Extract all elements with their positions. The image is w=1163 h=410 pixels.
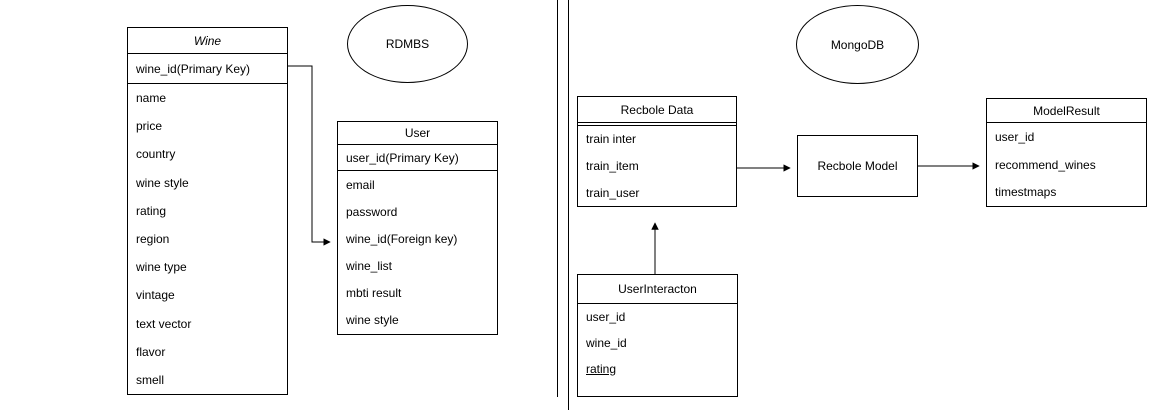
wine-field: country: [136, 147, 176, 162]
user-interaction-field: wine_id: [586, 336, 627, 350]
rdmbs-label: RDMBS: [385, 37, 430, 51]
user-interaction-field: user_id: [586, 310, 626, 324]
user-field: wine style: [346, 313, 399, 328]
rdmbs-ellipse[interactable]: RDMBS: [347, 5, 468, 83]
recbole-data-title: Recbole Data: [578, 97, 736, 123]
recbole-data-field: train inter: [586, 132, 637, 147]
wine-field: price: [136, 119, 163, 134]
wine-key-field: wine_id(Primary Key): [128, 54, 287, 84]
user-interaction-field: rating: [586, 362, 617, 376]
recbole-data-field: train_user: [586, 185, 640, 200]
user-table-title: User: [338, 122, 497, 145]
wine-field: vintage: [136, 288, 175, 303]
recbole-data-fields: train inter train_item train_user: [578, 126, 736, 206]
model-result-field: timestmaps: [995, 185, 1057, 200]
model-result-field: user_id: [995, 129, 1035, 144]
mongodb-label: MongoDB: [830, 37, 885, 52]
wine-field: region: [136, 232, 170, 247]
wine-table-title: Wine: [128, 28, 287, 54]
wine-field: text vector: [136, 316, 192, 331]
recbole-data-field: train_item: [586, 159, 639, 173]
model-result-field: recommend_wines: [995, 157, 1096, 172]
recbole-model-box[interactable]: Recbole Model: [797, 135, 918, 197]
user-field: wine_id(Foreign key): [346, 231, 458, 246]
model-result-table[interactable]: ModelResult user_id recommend_wines time…: [986, 98, 1147, 207]
section-divider-line-left: [557, 0, 558, 397]
user-fields: email password wine_id(Foreign key) wine…: [338, 171, 497, 334]
wine-table[interactable]: Wine wine_id(Primary Key) name price cou…: [127, 27, 288, 395]
section-divider-line-right: [568, 0, 569, 410]
recbole-model-label: Recbole Model: [817, 159, 898, 173]
user-field: email: [346, 177, 375, 192]
wine-field: name: [136, 91, 167, 106]
model-result-fields: user_id recommend_wines timestmaps: [987, 123, 1146, 206]
user-interaction-title: UserInteracton: [578, 275, 737, 304]
mongodb-ellipse[interactable]: MongoDB: [796, 5, 919, 84]
user-field: wine_list: [346, 259, 393, 274]
user-key-field: user_id(Primary Key): [338, 145, 497, 171]
user-interaction-fields: user_id wine_id rating: [578, 304, 737, 396]
model-result-title: ModelResult: [987, 99, 1146, 123]
recbole-data-table[interactable]: Recbole Data train inter train_item trai…: [577, 96, 737, 207]
user-interaction-table[interactable]: UserInteracton user_id wine_id rating: [577, 274, 738, 397]
wine-field: wine type: [136, 260, 187, 275]
wine-field: flavor: [136, 344, 166, 359]
double-line-separator: [578, 123, 736, 126]
wine-field: wine style: [136, 175, 189, 190]
user-table[interactable]: User user_id(Primary Key) email password…: [337, 121, 498, 335]
wine-field: rating: [136, 203, 167, 218]
wine-fields: name price country wine style rating reg…: [128, 84, 287, 394]
user-field: password: [346, 204, 398, 219]
wine-field: smell: [136, 372, 165, 387]
user-field: mbti result: [346, 286, 402, 301]
arrow-wine-to-user: [288, 65, 331, 246]
